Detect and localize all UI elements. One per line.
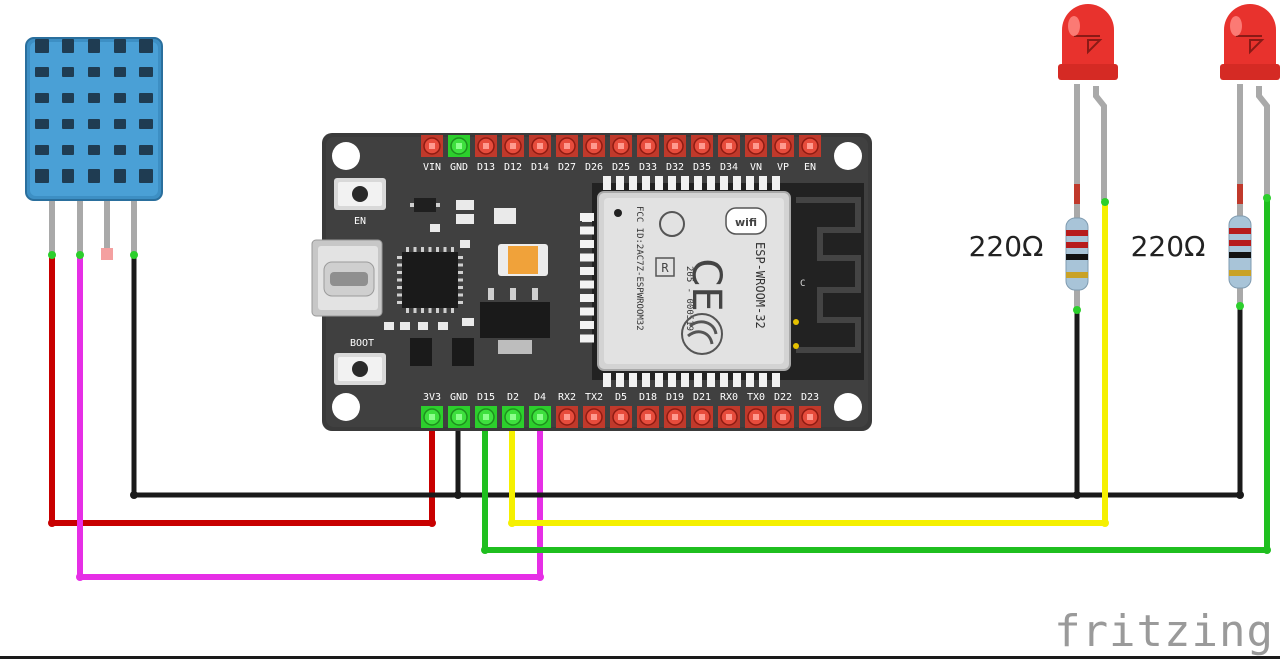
bottom-pin-label: D5 — [615, 392, 627, 403]
top-pin-d32: D32 — [664, 135, 686, 173]
bottom-pin-label: 3V3 — [423, 392, 441, 403]
bottom-pin-label: D15 — [477, 392, 495, 403]
top-pin-label: D34 — [720, 162, 738, 173]
bottom-pin-label: D22 — [774, 392, 792, 403]
resistor-2-label: 220Ω — [1131, 230, 1206, 263]
top-pin-header: VIN GND D13 D12 D14 D27 D26 D25 D33 D32 D35 D34 VN VP… — [421, 135, 821, 173]
top-pin-d13: D13 — [475, 135, 497, 173]
module-name: ESP-WROOM-32 — [753, 242, 767, 329]
top-pin-label: VIN — [423, 162, 441, 173]
bottom-pin-label: D4 — [534, 392, 546, 403]
bottom-pin-header: 3V3 GND D15 D2 D4 RX2 TX2 D5 D18 D19 D21 RX0 TX0 D22 D… — [421, 392, 821, 428]
bottom-pin-rx2: RX2 — [556, 392, 578, 428]
bottom-pin-label: GND — [450, 392, 468, 403]
wires — [48, 198, 1271, 581]
bottom-pin-label: TX2 — [585, 392, 603, 403]
top-pin-d14: D14 — [529, 135, 551, 173]
top-pin-label: GND — [450, 162, 468, 173]
bottom-pin-d18: D18 — [637, 392, 659, 428]
bottom-pin-label: RX2 — [558, 392, 576, 403]
top-pin-label: D14 — [531, 162, 549, 173]
wire-green — [482, 198, 1270, 553]
top-pin-label: EN — [804, 162, 816, 173]
top-pin-label: D33 — [639, 162, 657, 173]
module-wifi-logo: wifi — [735, 216, 757, 229]
top-pin-en: EN — [799, 135, 821, 173]
en-button-label: EN — [354, 216, 366, 227]
top-pin-label: D26 — [585, 162, 603, 173]
bottom-pin-rx0: RX0 — [718, 392, 740, 428]
bottom-pin-label: TX0 — [747, 392, 765, 403]
wire-yellow — [509, 200, 1108, 526]
boot-button: BOOT — [334, 338, 386, 385]
module-r-mark: R — [661, 261, 669, 275]
bottom-pin-d23: D23 — [799, 392, 821, 428]
top-pin-d34: D34 — [718, 135, 740, 173]
bottom-pin-d19: D19 — [664, 392, 686, 428]
resistor-1: 220Ω — [969, 198, 1109, 314]
bottom-pin-d15: D15 — [475, 392, 497, 428]
top-pin-d35: D35 — [691, 135, 713, 173]
top-pin-label: D27 — [558, 162, 576, 173]
top-pin-label: D25 — [612, 162, 630, 173]
boot-button-label: BOOT — [350, 338, 374, 349]
bottom-pin-d4: D4 — [529, 392, 551, 428]
top-pin-d26: D26 — [583, 135, 605, 173]
en-button: EN — [334, 178, 386, 227]
fcc-logo-icon — [659, 211, 685, 237]
fritzing-logo: fritzing — [1054, 606, 1274, 657]
top-pin-label: D12 — [504, 162, 522, 173]
esp32-board: EN BOOT — [311, 133, 872, 431]
wire-red — [49, 253, 435, 526]
top-pin-vn: VN — [745, 135, 767, 173]
led-1 — [1058, 4, 1118, 204]
top-pin-vp: VP — [772, 135, 794, 173]
module-cert-number: 205 - 000519 — [684, 266, 694, 331]
top-pin-vin: VIN — [421, 135, 443, 173]
resistor-2: 220Ω — [1131, 194, 1271, 310]
bottom-pin-d5: D5 — [610, 392, 632, 428]
top-pin-d27: D27 — [556, 135, 578, 173]
top-pin-label: VN — [750, 162, 762, 173]
top-pin-d12: D12 — [502, 135, 524, 173]
bottom-pin-label: RX0 — [720, 392, 738, 403]
bottom-pin-tx2: TX2 — [583, 392, 605, 428]
dht-sensor — [25, 37, 163, 260]
bottom-pin-gnd: GND — [448, 392, 470, 428]
espressif-logo-icon — [681, 313, 723, 355]
led-2 — [1220, 4, 1280, 204]
module-c-mark: C — [800, 279, 805, 289]
top-pin-d33: D33 — [637, 135, 659, 173]
bottom-pin-label: D19 — [666, 392, 684, 403]
module-fcc-id: FCC ID:2AC7Z-ESPWROOM32 — [634, 206, 644, 331]
esp-wroom-module: C FCC ID:2AC7Z-ESPWROOM32 205 - 000519 E… — [580, 176, 864, 387]
resistor-1-label: 220Ω — [969, 230, 1044, 263]
bottom-pin-d21: D21 — [691, 392, 713, 428]
bottom-pin-label: D23 — [801, 392, 819, 403]
top-pin-label: D13 — [477, 162, 495, 173]
bottom-pin-label: D2 — [507, 392, 519, 403]
usb-connector — [311, 239, 383, 317]
bottom-pin-tx0: TX0 — [745, 392, 767, 428]
bottom-pin-label: D18 — [639, 392, 657, 403]
bottom-pin-d2: D2 — [502, 392, 524, 428]
bottom-pin-label: D21 — [693, 392, 711, 403]
bottom-pin-3v3: 3V3 — [421, 392, 443, 428]
top-pin-label: VP — [777, 162, 789, 173]
top-pin-label: D35 — [693, 162, 711, 173]
svg-text:CE: CE — [683, 258, 729, 311]
bottom-pin-d22: D22 — [772, 392, 794, 428]
top-pin-gnd: GND — [448, 135, 470, 173]
top-pin-d25: D25 — [610, 135, 632, 173]
wire-junctions — [130, 491, 1244, 499]
top-pin-label: D32 — [666, 162, 684, 173]
